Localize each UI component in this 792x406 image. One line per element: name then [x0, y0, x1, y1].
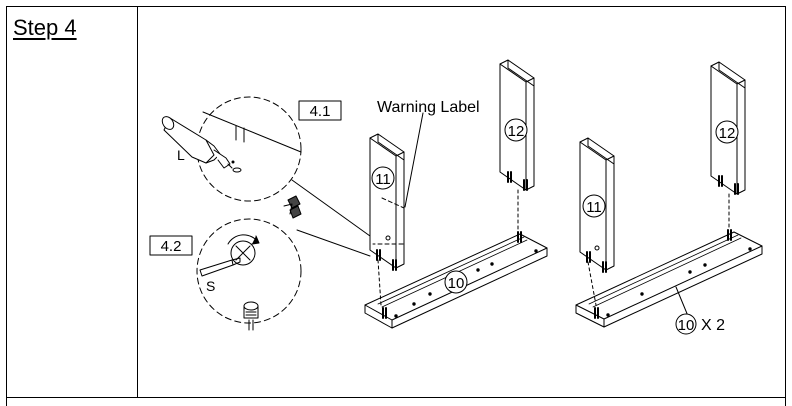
- part-11-label: 11: [375, 171, 391, 188]
- sub-step-4-1-box: [298, 100, 342, 121]
- tool-s-label: S: [206, 278, 215, 294]
- glue-bottle-icon: [161, 116, 233, 169]
- column-divider: [137, 6, 138, 398]
- part-11-label-right: 11: [586, 199, 602, 216]
- detail-circle-4-1: [196, 96, 302, 202]
- quantity-label: X 2: [701, 317, 725, 334]
- cam-bolt-icon: [243, 301, 259, 331]
- glue-drip: [231, 160, 235, 164]
- sub-step-4-2-box: [149, 235, 193, 256]
- bottom-rule: [6, 397, 786, 398]
- base-panel-10-right: [575, 231, 763, 328]
- dowel-hole: [235, 125, 245, 143]
- sub-step-4-2-label: 4.2: [161, 238, 182, 255]
- tool-l-label: L: [177, 147, 185, 163]
- panel-edge: [202, 111, 302, 153]
- detail-leader-line: [291, 179, 371, 237]
- detail-leader-line: [296, 229, 371, 257]
- turn-arrow-icon: [283, 195, 302, 219]
- part-12-label-right: 12: [719, 125, 736, 142]
- quantity-leader: [675, 286, 689, 317]
- part-10-label: 10: [448, 275, 465, 292]
- screwdriver-icon: [199, 257, 241, 277]
- part-10-label-right: 10: [678, 317, 695, 334]
- step-title: Step 4: [13, 15, 77, 40]
- warning-label-leader: [404, 112, 424, 208]
- instruction-frame: [6, 6, 786, 406]
- sub-step-4-1-label: 4.1: [310, 103, 331, 120]
- side-panel-11: [369, 133, 405, 271]
- left-assembly: Warning Label 11 12 10: [364, 59, 548, 329]
- part-12-label: 12: [508, 123, 525, 140]
- detail-4-1: L: [161, 96, 302, 202]
- warning-label-text: Warning Label: [377, 99, 480, 116]
- glue-drop: [232, 167, 242, 173]
- right-assembly: 11 12 10 X 2: [575, 61, 763, 335]
- detail-4-2: S: [196, 218, 302, 331]
